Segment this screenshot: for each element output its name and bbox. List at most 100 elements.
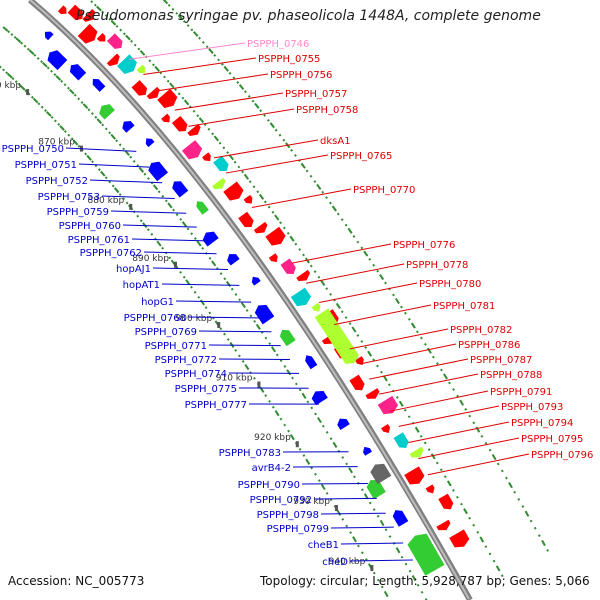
reverse-gene-label[interactable]: PSPPH_0753 xyxy=(38,192,100,203)
reverse-gene-label[interactable]: PSPPH_0750 xyxy=(2,144,64,155)
forward-gene-glyph[interactable] xyxy=(136,64,148,76)
reverse-gene-glyph[interactable] xyxy=(96,101,115,120)
forward-gene-label[interactable]: dksA1 xyxy=(320,136,351,147)
reverse-gene-glyph[interactable] xyxy=(250,274,261,286)
reverse-gene-label[interactable]: PSPPH_0759 xyxy=(47,207,109,218)
reverse-gene-label[interactable]: PSPPH_0751 xyxy=(15,160,77,171)
forward-gene-glyph[interactable] xyxy=(212,177,228,193)
forward-gene-glyph[interactable] xyxy=(268,253,280,264)
reverse-gene-glyph[interactable] xyxy=(365,477,386,500)
reverse-gene-glyph[interactable] xyxy=(146,159,169,182)
forward-gene-label[interactable]: PSPPH_0788 xyxy=(480,370,542,381)
forward-gene-glyph[interactable] xyxy=(238,211,256,231)
reverse-gene-label[interactable]: PSPPH_0772 xyxy=(155,355,217,366)
reverse-gene-glyph[interactable] xyxy=(278,327,296,347)
reverse-gene-label[interactable]: cheD xyxy=(322,557,348,568)
reverse-gene-label[interactable]: hopAJ1 xyxy=(116,264,151,275)
forward-gene-glyph[interactable] xyxy=(106,33,125,51)
forward-gene-glyph[interactable] xyxy=(131,80,150,99)
reverse-gene-label[interactable]: PSPPH_0762 xyxy=(80,248,142,259)
reverse-gene-glyph[interactable] xyxy=(90,76,106,92)
reverse-gene-glyph[interactable] xyxy=(42,29,54,41)
reverse-gene-glyph[interactable] xyxy=(194,199,209,215)
reverse-gene-label[interactable]: PSPPH_0774 xyxy=(165,369,227,380)
forward-gene-glyph[interactable] xyxy=(409,446,426,461)
forward-gene-label[interactable]: PSPPH_0782 xyxy=(450,325,512,336)
forward-gene-label[interactable]: PSPPH_0770 xyxy=(353,185,415,196)
reverse-gene-glyph[interactable] xyxy=(170,178,189,198)
forward-gene-glyph[interactable] xyxy=(265,226,288,249)
reverse-gene-label[interactable]: PSPPH_0752 xyxy=(26,176,88,187)
reverse-gene-label[interactable]: PSPPH_0799 xyxy=(267,524,329,535)
reverse-gene-label[interactable]: PSPPH_0798 xyxy=(257,510,319,521)
forward-gene-glyph[interactable] xyxy=(77,23,101,47)
forward-gene-glyph[interactable] xyxy=(404,466,426,488)
reverse-gene-label[interactable]: PSPPH_0783 xyxy=(219,448,281,459)
forward-gene-label[interactable]: PSPPH_0755 xyxy=(258,54,320,65)
forward-gene-label[interactable]: PSPPH_0793 xyxy=(501,402,563,413)
forward-gene-glyph[interactable] xyxy=(213,155,231,175)
forward-gene-glyph[interactable] xyxy=(181,140,205,162)
forward-gene-glyph[interactable] xyxy=(106,53,123,69)
forward-gene-label[interactable]: PSPPH_0746 xyxy=(247,39,309,50)
forward-gene-glyph[interactable] xyxy=(438,493,455,513)
forward-gene-glyph[interactable] xyxy=(280,258,299,278)
forward-gene-glyph[interactable] xyxy=(354,356,366,367)
forward-gene-glyph[interactable] xyxy=(243,194,255,206)
forward-gene-glyph[interactable] xyxy=(161,113,172,125)
reverse-gene-glyph[interactable] xyxy=(405,530,445,576)
reverse-gene-glyph[interactable] xyxy=(45,48,68,71)
reverse-gene-label[interactable]: hopAT1 xyxy=(123,280,160,291)
reverse-gene-glyph[interactable] xyxy=(253,302,275,325)
forward-gene-glyph[interactable] xyxy=(82,8,97,25)
reverse-gene-label[interactable]: PSPPH_0768 xyxy=(124,313,186,324)
forward-gene-glyph[interactable] xyxy=(67,4,86,23)
forward-gene-label[interactable]: PSPPH_0765 xyxy=(330,151,392,162)
forward-gene-glyph[interactable] xyxy=(202,152,213,163)
forward-gene-glyph[interactable] xyxy=(349,374,366,394)
forward-gene-label[interactable]: PSPPH_0796 xyxy=(531,450,593,461)
reverse-gene-label[interactable]: PSPPH_0775 xyxy=(175,384,237,395)
forward-gene-glyph[interactable] xyxy=(171,115,190,135)
forward-gene-glyph[interactable] xyxy=(365,388,381,402)
forward-gene-glyph[interactable] xyxy=(311,302,323,314)
forward-gene-glyph[interactable] xyxy=(146,86,163,102)
forward-gene-label[interactable]: PSPPH_0757 xyxy=(285,89,347,100)
reverse-gene-label[interactable]: PSPPH_0760 xyxy=(59,221,121,232)
forward-gene-glyph[interactable] xyxy=(57,5,69,16)
forward-gene-glyph[interactable] xyxy=(436,519,452,534)
forward-gene-glyph[interactable] xyxy=(314,308,361,367)
forward-gene-glyph[interactable] xyxy=(157,88,180,111)
reverse-gene-glyph[interactable] xyxy=(335,416,350,431)
forward-gene-label[interactable]: PSPPH_0781 xyxy=(433,301,495,312)
forward-gene-glyph[interactable] xyxy=(425,484,437,495)
forward-gene-glyph[interactable] xyxy=(290,287,313,310)
reverse-gene-glyph[interactable] xyxy=(120,118,135,133)
reverse-gene-label[interactable]: hopG1 xyxy=(141,297,174,308)
reverse-gene-glyph[interactable] xyxy=(310,388,328,406)
reverse-gene-label[interactable]: PSPPH_0769 xyxy=(135,327,197,338)
reverse-gene-glyph[interactable] xyxy=(303,353,318,370)
reverse-gene-label[interactable]: PSPPH_0790 xyxy=(238,480,300,491)
forward-gene-label[interactable]: PSPPH_0756 xyxy=(270,70,332,81)
reverse-gene-label[interactable]: avrB4-2 xyxy=(252,463,291,474)
forward-gene-glyph[interactable] xyxy=(223,181,246,204)
forward-gene-glyph[interactable] xyxy=(393,432,411,451)
forward-gene-glyph[interactable] xyxy=(449,529,471,550)
forward-gene-label[interactable]: PSPPH_0786 xyxy=(458,340,520,351)
forward-gene-glyph[interactable] xyxy=(96,33,108,44)
forward-gene-glyph[interactable] xyxy=(253,221,270,237)
reverse-gene-label[interactable]: cheB1 xyxy=(308,540,339,551)
reverse-gene-glyph[interactable] xyxy=(67,61,87,81)
reverse-gene-label[interactable]: PSPPH_0792 xyxy=(250,495,312,506)
forward-gene-label[interactable]: PSPPH_0794 xyxy=(511,418,573,429)
reverse-gene-glyph[interactable] xyxy=(361,445,372,456)
forward-gene-label[interactable]: PSPPH_0776 xyxy=(393,240,455,251)
forward-gene-glyph[interactable] xyxy=(381,424,392,435)
forward-gene-glyph[interactable] xyxy=(377,395,400,418)
reverse-gene-glyph[interactable] xyxy=(200,228,219,247)
forward-gene-glyph[interactable] xyxy=(296,269,312,285)
reverse-gene-label[interactable]: PSPPH_0777 xyxy=(185,400,247,411)
reverse-gene-label[interactable]: PSPPH_0771 xyxy=(145,341,207,352)
forward-gene-glyph[interactable] xyxy=(187,123,203,139)
